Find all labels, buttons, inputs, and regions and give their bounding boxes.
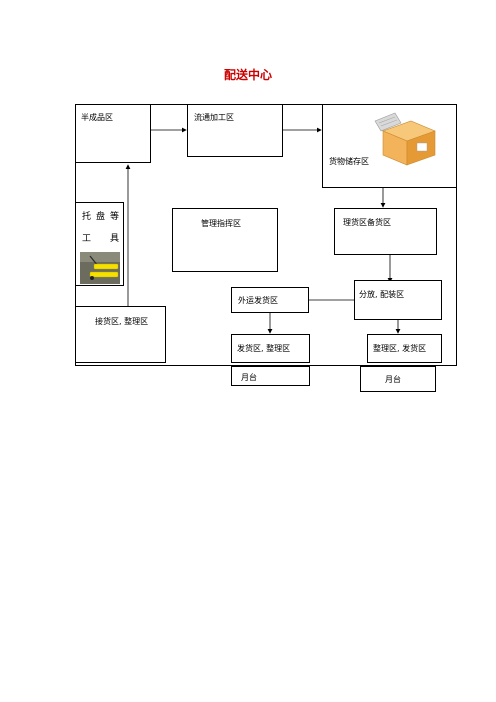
shipping-left-label: 发货区, 整理区 (237, 344, 291, 353)
tools-char-3: 等 (110, 212, 120, 222)
management-zone: 管理指挥区 (172, 208, 278, 272)
processing-zone: 流通加工区 (187, 104, 283, 157)
shipping-right-label: 整理区, 发货区 (373, 344, 427, 353)
platform-left-label: 月台 (241, 373, 257, 382)
sorting-prep-label: 理货区备货区 (343, 218, 391, 227)
outbound-label: 外运发货区 (238, 296, 278, 305)
platform-left: 月台 (231, 366, 310, 386)
storage-zone: 货物储存区 (322, 104, 457, 188)
semi-finished-label: 半成品区 (81, 113, 113, 122)
processing-label: 流通加工区 (194, 113, 234, 122)
tools-zone: 托 盘 等 工 具 (75, 202, 124, 286)
shipping-right-zone: 整理区, 发货区 (367, 334, 442, 363)
shipping-left-zone: 发货区, 整理区 (231, 334, 310, 363)
receiving-label: 接货区, 整理区 (95, 317, 149, 326)
management-label: 管理指挥区 (201, 219, 241, 228)
distribution-label: 分放, 配装区 (359, 290, 405, 299)
sorting-prep-zone: 理货区备货区 (334, 208, 437, 255)
storage-label: 货物储存区 (329, 157, 369, 166)
semi-finished-zone: 半成品区 (75, 104, 151, 163)
tools-char-4: 工 (82, 234, 92, 244)
pallet-jack-icon (80, 252, 120, 284)
tools-char-1: 托 (82, 212, 92, 222)
platform-right-label: 月台 (385, 375, 401, 384)
receiving-zone: 接货区, 整理区 (75, 306, 166, 363)
outbound-zone: 外运发货区 (231, 287, 309, 313)
tools-char-5: 具 (110, 234, 120, 244)
platform-right: 月台 (360, 366, 436, 392)
tools-char-2: 盘 (96, 212, 106, 222)
diagram-title: 配送中心 (223, 68, 272, 82)
distribution-zone: 分放, 配装区 (354, 280, 442, 320)
cardboard-box-icon (374, 112, 436, 166)
